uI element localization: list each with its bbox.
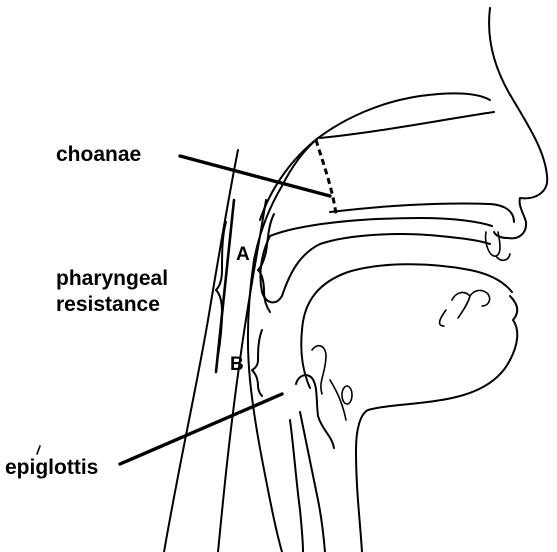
segment-b-brace	[252, 330, 262, 396]
trachea-front-wall	[300, 412, 325, 552]
epiglottis-accent-mark	[37, 446, 40, 454]
chin-outline	[356, 296, 517, 450]
vallecula-fold	[312, 346, 326, 394]
segment-b-label: B	[230, 354, 244, 375]
trachea-back-wall	[290, 420, 303, 552]
pharyngeal-label-line1: pharyngeal	[56, 267, 168, 290]
epiglottis-label: epiglottis	[5, 456, 98, 479]
pharyngeal-label-line2: resistance	[56, 293, 160, 316]
hard-palate-lower	[270, 218, 492, 236]
vocal-cord-oval	[342, 386, 352, 404]
neck-front-line	[356, 450, 362, 552]
nasal-cavity-roof	[260, 93, 490, 220]
tongue-outline	[302, 264, 512, 330]
nasal-floor	[330, 203, 514, 222]
segment-a-label: A	[236, 244, 250, 265]
nasal-cavity-upper-box	[320, 112, 494, 138]
epiglottis-shape	[296, 375, 334, 448]
choanae-boundary	[316, 140, 336, 214]
face-profile-outline	[489, 8, 547, 238]
lower-teeth	[440, 290, 490, 326]
choanae-leader-line	[180, 156, 330, 196]
choanae-label: choanae	[56, 143, 141, 166]
spine-line-outer	[164, 150, 238, 552]
tongue-root	[301, 330, 310, 388]
pharynx-front-contour	[282, 138, 318, 186]
